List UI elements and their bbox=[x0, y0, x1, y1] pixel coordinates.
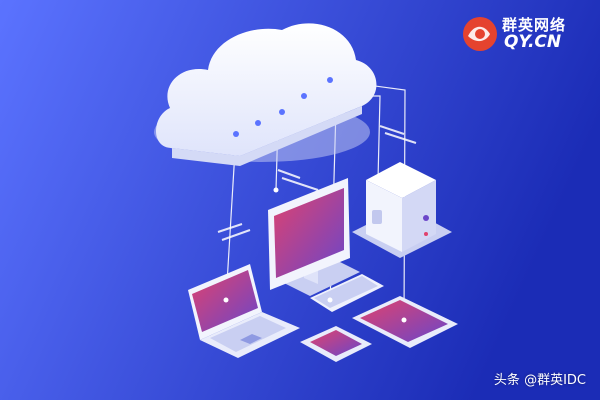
cloud-icon bbox=[154, 23, 377, 166]
qy-brand-icon bbox=[463, 17, 497, 51]
monitor-icon bbox=[268, 178, 360, 296]
credit-handle: @群英IDC bbox=[524, 373, 586, 388]
data-stream-marks bbox=[217, 125, 417, 241]
watermark-credit: 头条 @群英IDC bbox=[494, 369, 586, 388]
smartphone-icon bbox=[300, 326, 372, 362]
connector-nodes bbox=[223, 177, 407, 323]
brand-domain: QY.CN bbox=[504, 32, 562, 52]
credit-platform: 头条 bbox=[493, 373, 520, 388]
brand-logo: 群英网络 QY.CN bbox=[460, 12, 590, 58]
server-icon bbox=[352, 162, 452, 258]
brand-name: 群英网络 bbox=[502, 16, 567, 34]
